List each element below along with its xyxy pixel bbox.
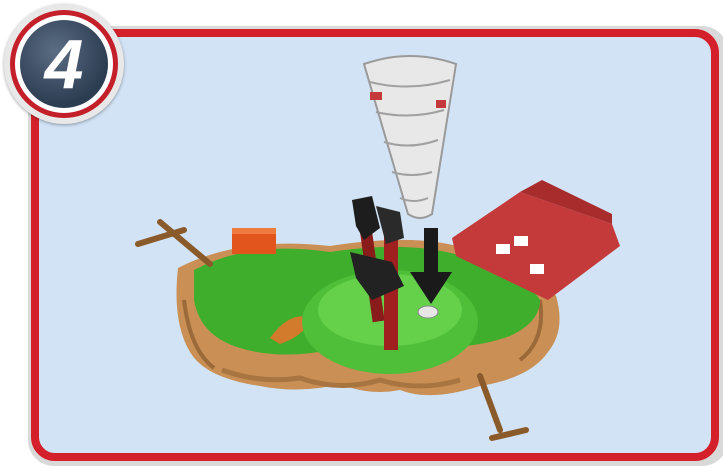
step-badge: 4 [4,4,124,124]
fence-left [138,222,210,264]
fence-bottom [480,376,526,438]
tornado-piece-icon [364,56,456,218]
step-badge-inner: 4 [20,20,108,108]
step-number: 4 [20,20,108,108]
crate-piece [232,228,276,254]
step-badge-ring: 4 [10,10,118,118]
